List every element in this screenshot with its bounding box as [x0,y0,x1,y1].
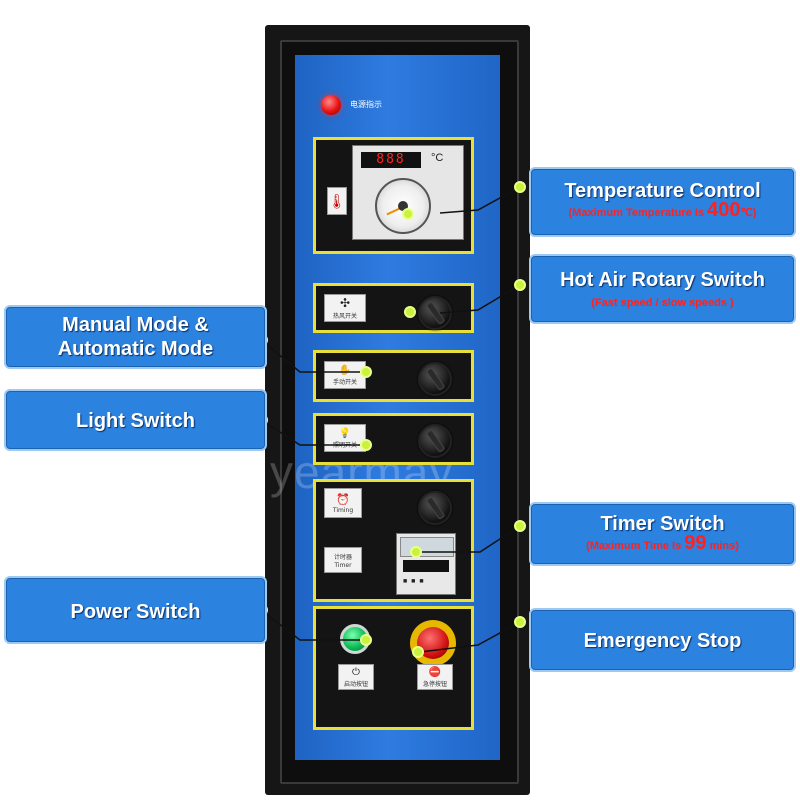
line-light [260,419,360,446]
marker-dot-emergency-button [412,646,424,658]
line-timer [420,525,521,553]
power-indicator-label: 电源指示 [350,100,382,109]
power-indicator-light [321,95,341,115]
marker-dot-timer-device [410,546,422,558]
marker-dot-light-knob [360,439,372,451]
fan-icon: ✣ [339,296,351,310]
marker-dot-temperature-controller [402,208,414,220]
timing-plate-label: Timing [332,506,354,514]
callout-light-title: Light Switch [76,410,195,432]
alarm-clock-icon: ⏰ [336,492,350,506]
line-manual [260,339,360,373]
stop-icon: ⛔ [428,666,442,678]
callout-timer-switch: Timer Switch (Maximum Time Is 99 mins) [529,502,796,566]
line-temperature [439,186,521,214]
marker-dot-hot-air-knob [404,306,416,318]
manual-plate-label: 手动开关 [332,378,357,386]
callout-hot-air-switch: Hot Air Rotary Switch (Fast speed / slow… [529,254,796,324]
estop-plate: ⛔ 急停按钮 [417,664,453,690]
callout-emergency-title: Emergency Stop [583,630,742,652]
timer-label-plate: 计时器 Timer [324,547,362,573]
callout-emergency-stop: Emergency Stop [529,608,796,672]
timer-plate-label-cn: 计时器 [333,554,352,561]
callout-hot-air-subtitle: (Fast speed / slow speeds ) [591,297,734,309]
temperature-dial[interactable] [375,178,431,234]
callout-hot-air-title: Hot Air Rotary Switch [560,269,765,291]
marker-dot-power-button [360,634,372,646]
callout-power-title: Power Switch [70,601,201,623]
callout-temperature-control: Temperature Control (Maximum Temperature… [529,167,796,237]
hot-air-plate-label: 热风开关 [332,313,357,320]
callout-timer-sub-prefix: (Maximum Time Is [586,540,685,552]
temperature-controller[interactable]: 888 °C [352,145,464,240]
thermometer-icon: 🌡 [327,187,347,215]
callout-temperature-value: 400 [707,199,741,221]
timer-plate-label-en: Timer [334,562,352,569]
callout-timer-title: Timer Switch [600,513,725,535]
light-switch-knob[interactable] [418,424,452,458]
hot-air-rotary-knob[interactable] [418,296,452,330]
callout-power-switch: Power Switch [4,576,267,644]
callout-temperature-subtitle: (Maximum Temperature Is 400℃) [531,200,794,220]
callout-temperature-sub-prefix: (Maximum Temperature Is [568,207,708,219]
timer-screen [403,560,449,572]
callout-temperature-sub-suffix: ℃) [740,207,757,219]
temperature-display: 888 [361,152,421,168]
marker-dot-temperature [514,181,526,193]
emergency-stop-button[interactable] [410,620,456,666]
start-plate-label: 启动按钮 [343,680,368,688]
callout-temperature-title: Temperature Control [564,180,761,202]
manual-mode-knob[interactable] [418,362,452,396]
digital-timer[interactable]: ■ ■ ■ [396,533,456,595]
dial-center [398,201,408,211]
callout-manual-line1: Manual Mode & [62,314,209,336]
line-emergency [419,621,521,653]
callout-light-switch: Light Switch [4,389,267,451]
callout-timer-value: 99 [684,532,707,554]
marker-dot-manual-knob [360,366,372,378]
timer-buttons[interactable]: ■ ■ ■ [403,578,425,585]
start-plate: ⏻ 启动按钮 [338,664,374,690]
timer-knob[interactable] [418,491,452,525]
lamp-icon: 💡 [338,427,352,439]
power-start-button[interactable] [340,624,370,654]
marker-dot-emergency [514,616,526,628]
start-icon: ⏻ [352,666,360,678]
fan-icon-plate: ✣ 热风开关 [324,294,366,322]
estop-plate-label: 急停按钮 [422,680,447,688]
callout-manual-mode: Manual Mode & Automatic Mode [4,305,267,369]
marker-dot-hot-air [514,279,526,291]
callout-timer-subtitle: (Maximum Time Is 99 mins) [531,533,794,553]
line-hot-air [439,284,521,314]
line-power [260,609,360,641]
marker-dot-timer [514,520,526,532]
manual-icon-plate: ✋ 手动开关 [324,361,366,389]
timing-icon-plate: ⏰ Timing [324,488,362,518]
hand-icon: ✋ [338,364,352,376]
callout-manual-line2: Automatic Mode [57,338,214,360]
temperature-display-unit: °C [431,152,444,164]
callout-timer-sub-suffix: mins) [706,540,739,552]
